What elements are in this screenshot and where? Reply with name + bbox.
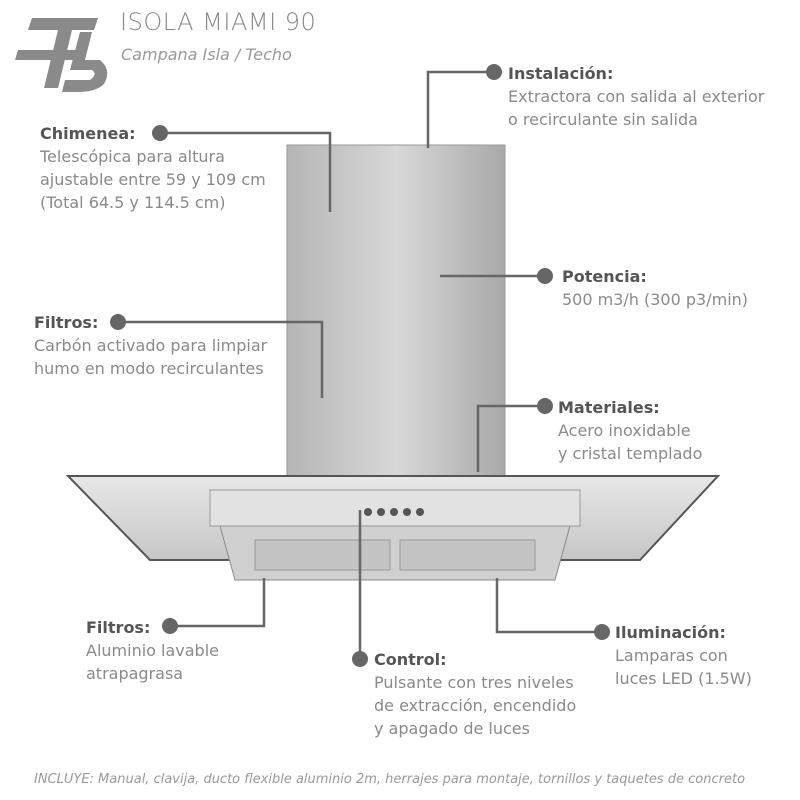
callout-instalacion: Instalación: Extractora con salida al ex…: [508, 62, 764, 131]
callout-line: Extractora con salida al exterior: [508, 87, 765, 106]
callout-line: de extracción, encendido: [374, 696, 577, 715]
callout-line: luces LED (1.5W): [615, 669, 752, 688]
callout-line: Aluminio lavable: [86, 641, 219, 660]
callout-line: Carbón activado para limpiar: [34, 336, 268, 355]
product-title: ISOLA MIAMI 90: [120, 8, 317, 36]
callout-filtros-aluminio: Filtros: Aluminio lavable atrapagrasa: [86, 616, 219, 685]
callout-line: Lamparas con: [615, 646, 728, 665]
callout-title: Filtros:: [86, 618, 151, 637]
callout-line: Pulsante con tres niveles: [374, 673, 574, 692]
callout-title: Filtros:: [34, 313, 99, 332]
callout-line: ajustable entre 59 y 109 cm: [40, 170, 266, 189]
callout-line: y apagado de luces: [374, 719, 530, 738]
callout-title: Chimenea:: [40, 124, 136, 143]
callout-lines: [118, 70, 602, 659]
callout-dots: [110, 64, 610, 667]
callout-line: o recirculante sin salida: [508, 110, 698, 129]
callout-title: Iluminación:: [615, 623, 726, 642]
logo-icon: [15, 18, 108, 92]
callout-title: Potencia:: [562, 267, 647, 286]
callout-materiales: Materiales: Acero inoxidable y cristal t…: [558, 396, 702, 465]
callout-potencia: Potencia: 500 m3/h (300 p3/min): [562, 265, 748, 311]
callout-line: atrapagrasa: [86, 664, 184, 683]
callout-line: Acero inoxidable: [558, 421, 691, 440]
callout-line: y cristal templado: [558, 444, 703, 463]
callout-line: (Total 64.5 y 114.5 cm): [40, 193, 226, 212]
callout-chimenea: Chimenea: Telescópica para altura ajusta…: [40, 122, 266, 214]
callout-line: humo en modo recirculantes: [34, 359, 264, 378]
includes-footer: INCLUYE: Manual, clavija, ducto flexible…: [34, 772, 746, 787]
callout-iluminacion: Iluminación: Lamparas con luces LED (1.5…: [615, 621, 752, 690]
callout-line: Telescópica para altura: [40, 147, 225, 166]
callout-title: Instalación:: [508, 64, 614, 83]
product-subtitle: Campana Isla / Techo: [121, 45, 292, 64]
callout-control: Control: Pulsante con tres niveles de ex…: [374, 648, 576, 740]
callout-title: Materiales:: [558, 398, 660, 417]
control-buttons: [364, 508, 424, 516]
range-hood: [65, 144, 721, 581]
callout-title: Control:: [374, 650, 447, 669]
callout-line: 500 m3/h (300 p3/min): [562, 290, 749, 309]
callout-filtros-carbon: Filtros: Carbón activado para limpiar hu…: [34, 311, 267, 380]
